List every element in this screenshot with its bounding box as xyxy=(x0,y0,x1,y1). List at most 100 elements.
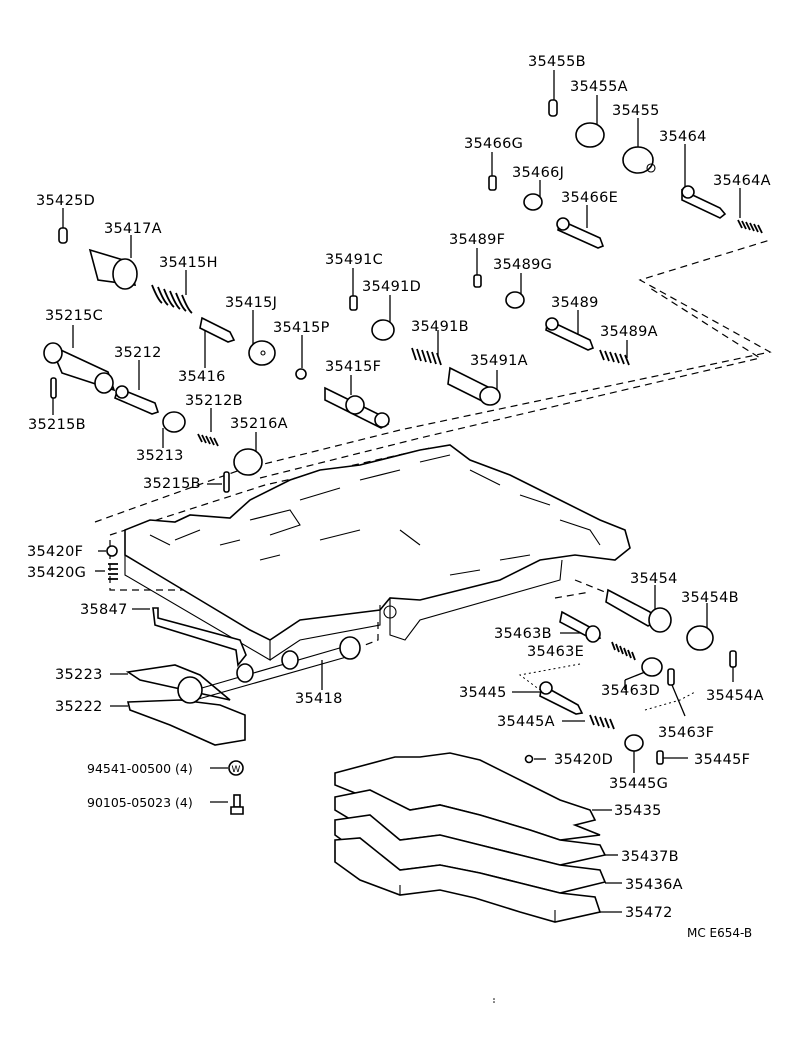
label-35425D: 35425D xyxy=(36,193,95,209)
label-35436A: 35436A xyxy=(625,877,683,893)
label-35418: 35418 xyxy=(295,691,343,707)
part-35415P-nut xyxy=(295,335,307,380)
label-35454B: 35454B xyxy=(681,590,739,606)
part-35464A-spring xyxy=(737,188,763,234)
part-94541-washer: W xyxy=(210,760,244,776)
part-35454B-plug xyxy=(686,603,714,651)
diagram-code: MC E654-B xyxy=(687,926,752,940)
label-35213: 35213 xyxy=(136,448,184,464)
part-35212-valve xyxy=(114,360,160,415)
part-labels: 35455B 35455A 35455 35464 35464A 35466G … xyxy=(27,54,771,940)
label-35455A: 35455A xyxy=(570,79,628,95)
label-35463F: 35463F xyxy=(658,725,714,741)
part-35215C-sleeve xyxy=(43,325,116,394)
label-35415F: 35415F xyxy=(325,359,381,375)
part-35491D-plug xyxy=(371,295,395,341)
part-35489G-plug xyxy=(505,273,525,309)
part-35416-shaft xyxy=(199,316,236,368)
label-35455: 35455 xyxy=(612,103,660,119)
part-35215B-pin-lower xyxy=(207,471,230,493)
label-35420D: 35420D xyxy=(554,752,613,768)
part-35463E-spring xyxy=(611,641,636,661)
part-35466J-plug xyxy=(523,180,543,211)
label-35466E: 35466E xyxy=(561,190,618,206)
part-35445-valve xyxy=(512,681,584,715)
part-35463D-plug xyxy=(624,657,663,690)
part-35420D-ball xyxy=(524,754,546,764)
label-35847: 35847 xyxy=(80,602,128,618)
part-35415J-washer xyxy=(248,310,276,366)
part-35464-valve xyxy=(681,144,727,219)
label-35435: 35435 xyxy=(614,803,662,819)
part-35847-pipe xyxy=(132,607,247,667)
part-35491C-pin xyxy=(349,268,358,311)
assembly-guide-lines xyxy=(94,239,772,711)
part-35445A-spring xyxy=(562,714,615,730)
part-35454-valve xyxy=(605,585,672,633)
part-35455-valve xyxy=(622,118,656,174)
label-35223: 35223 xyxy=(55,667,103,683)
part-35489A-spring xyxy=(599,340,630,366)
label-35212: 35212 xyxy=(114,345,162,361)
part-35415H-spring xyxy=(151,270,193,314)
part-35489-valve xyxy=(545,310,595,351)
part-35466E-valve xyxy=(556,205,605,249)
label-35472: 35472 xyxy=(625,905,673,921)
label-35491D: 35491D xyxy=(362,279,421,295)
label-35489G: 35489G xyxy=(493,257,552,273)
label-94541-00500: 94541-00500 (4) xyxy=(87,761,193,776)
part-35463F-pin xyxy=(667,668,686,717)
label-35454: 35454 xyxy=(630,571,678,587)
part-35215B-pin xyxy=(50,377,57,415)
label-35489: 35489 xyxy=(551,295,599,311)
label-35445F: 35445F xyxy=(694,752,750,768)
label-35437B: 35437B xyxy=(621,849,679,865)
washer-symbol: W xyxy=(232,765,241,775)
label-35489A: 35489A xyxy=(600,324,658,340)
part-35455B-pin xyxy=(548,70,558,117)
part-35222-plate xyxy=(110,699,246,746)
label-90105-05023: 90105-05023 (4) xyxy=(87,795,193,810)
part-35213-plug xyxy=(162,411,186,448)
label-35464A: 35464A xyxy=(713,173,771,189)
label-35489F: 35489F xyxy=(449,232,505,248)
label-35416: 35416 xyxy=(178,369,226,385)
label-35491C: 35491C xyxy=(325,252,383,268)
label-35463E: 35463E xyxy=(527,644,584,660)
label-35420F: 35420F xyxy=(27,544,83,560)
part-35420G-spring xyxy=(95,563,118,580)
part-35445F-pin xyxy=(656,750,688,765)
label-35417A: 35417A xyxy=(104,221,162,237)
part-90105-bolt xyxy=(210,794,244,815)
label-35415H: 35415H xyxy=(159,255,218,271)
part-35466G-pin xyxy=(488,152,497,191)
label-35466J: 35466J xyxy=(512,165,564,181)
label-35215B: 35215B xyxy=(28,417,86,433)
part-35415F-valve xyxy=(324,375,390,429)
label-35415J: 35415J xyxy=(225,295,277,311)
label-35420G: 35420G xyxy=(27,565,86,581)
part-35223-plate xyxy=(110,664,231,701)
part-35455A-plug xyxy=(575,95,605,148)
label-35222: 35222 xyxy=(55,699,103,715)
label-35454A: 35454A xyxy=(706,688,764,704)
part-35418-manual-valve xyxy=(177,636,361,704)
part-35212B-spring xyxy=(197,408,219,447)
part-35420F-ball xyxy=(98,545,118,557)
label-35215C: 35215C xyxy=(45,308,103,324)
part-35472-cover xyxy=(334,837,622,923)
label-35463B: 35463B xyxy=(494,626,552,642)
label-35463D: 35463D xyxy=(601,683,660,699)
label-35215B-lower: 35215B xyxy=(143,476,201,492)
part-35491A-valve xyxy=(447,366,501,406)
label-35216A: 35216A xyxy=(230,416,288,432)
label-35445A: 35445A xyxy=(497,714,555,730)
part-35445G-plug xyxy=(624,734,644,773)
label-35491B: 35491B xyxy=(411,319,469,335)
part-35463B-valve xyxy=(559,610,602,643)
label-35212B: 35212B xyxy=(185,393,243,409)
label-35445G: 35445G xyxy=(609,776,668,792)
part-35491B-spring xyxy=(411,330,442,366)
label-35491A: 35491A xyxy=(470,353,528,369)
